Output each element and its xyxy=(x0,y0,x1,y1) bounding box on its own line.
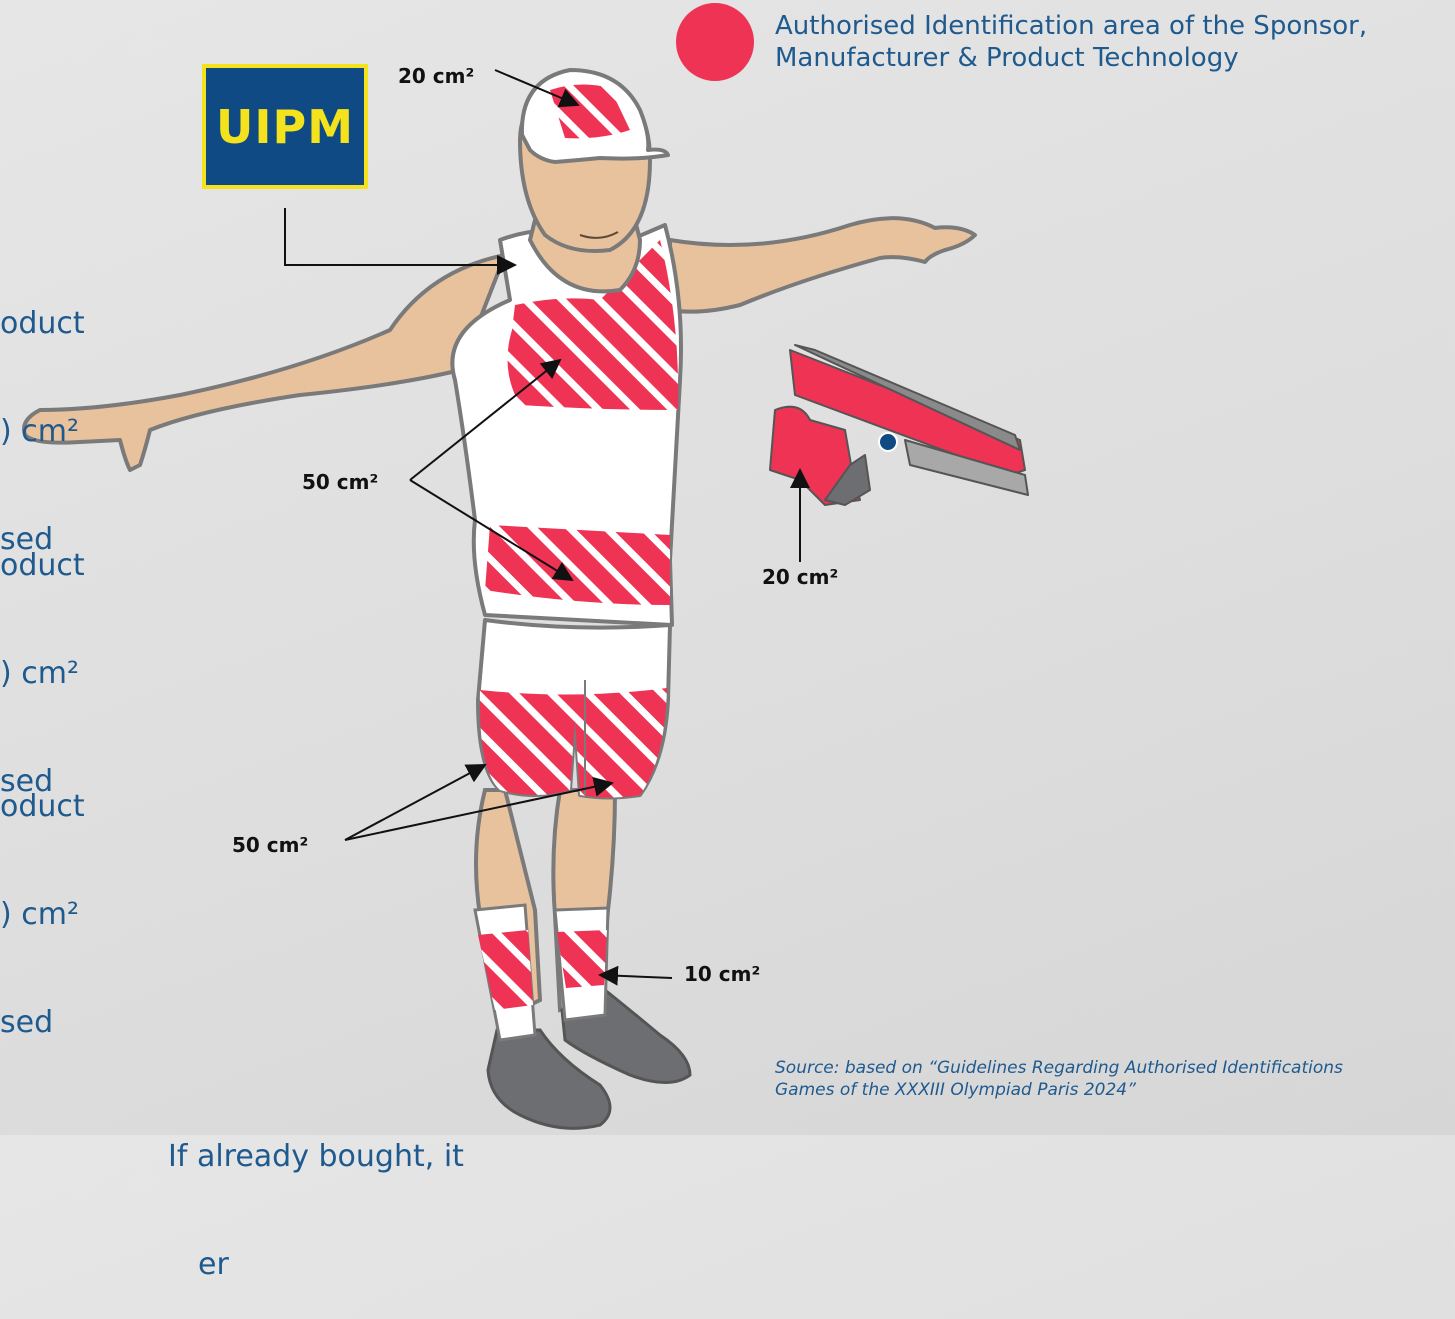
legend-swatch xyxy=(676,3,754,81)
pistol xyxy=(770,345,1028,505)
left-arm xyxy=(24,255,505,470)
left-text-bottom: If already bought, it er xyxy=(168,1067,464,1319)
singlet-waist-ident xyxy=(485,525,670,605)
left-sock-ident xyxy=(478,930,533,1010)
cap-area-label: 20 cm² xyxy=(398,64,474,88)
socks-area-label: 10 cm² xyxy=(684,962,760,986)
shorts-area-label: 50 cm² xyxy=(232,833,308,857)
left-text-line: ) cm² xyxy=(0,897,85,933)
left-text-line: er xyxy=(198,1247,464,1283)
torso-area-label: 50 cm² xyxy=(302,470,378,494)
left-text-line: oduct xyxy=(0,306,85,342)
right-arm xyxy=(670,218,975,311)
left-text-line: oduct xyxy=(0,548,85,584)
left-text-line: If already bought, it xyxy=(168,1139,464,1175)
left-text-line: ) cm² xyxy=(0,414,85,450)
uipm-logo: UIPM xyxy=(202,64,368,189)
uipm-logo-text: UIPM xyxy=(216,100,354,154)
left-text-line: sed xyxy=(0,1005,85,1041)
left-text-block-3: oduct ) cm² sed xyxy=(0,717,85,1077)
left-text-line: ) cm² xyxy=(0,656,85,692)
source-note: Source: based on “Guidelines Regarding A… xyxy=(775,1057,1375,1101)
legend-label: Authorised Identification area of the Sp… xyxy=(775,10,1445,74)
left-text-line: oduct xyxy=(0,789,85,825)
pistol-area-label: 20 cm² xyxy=(762,565,838,589)
